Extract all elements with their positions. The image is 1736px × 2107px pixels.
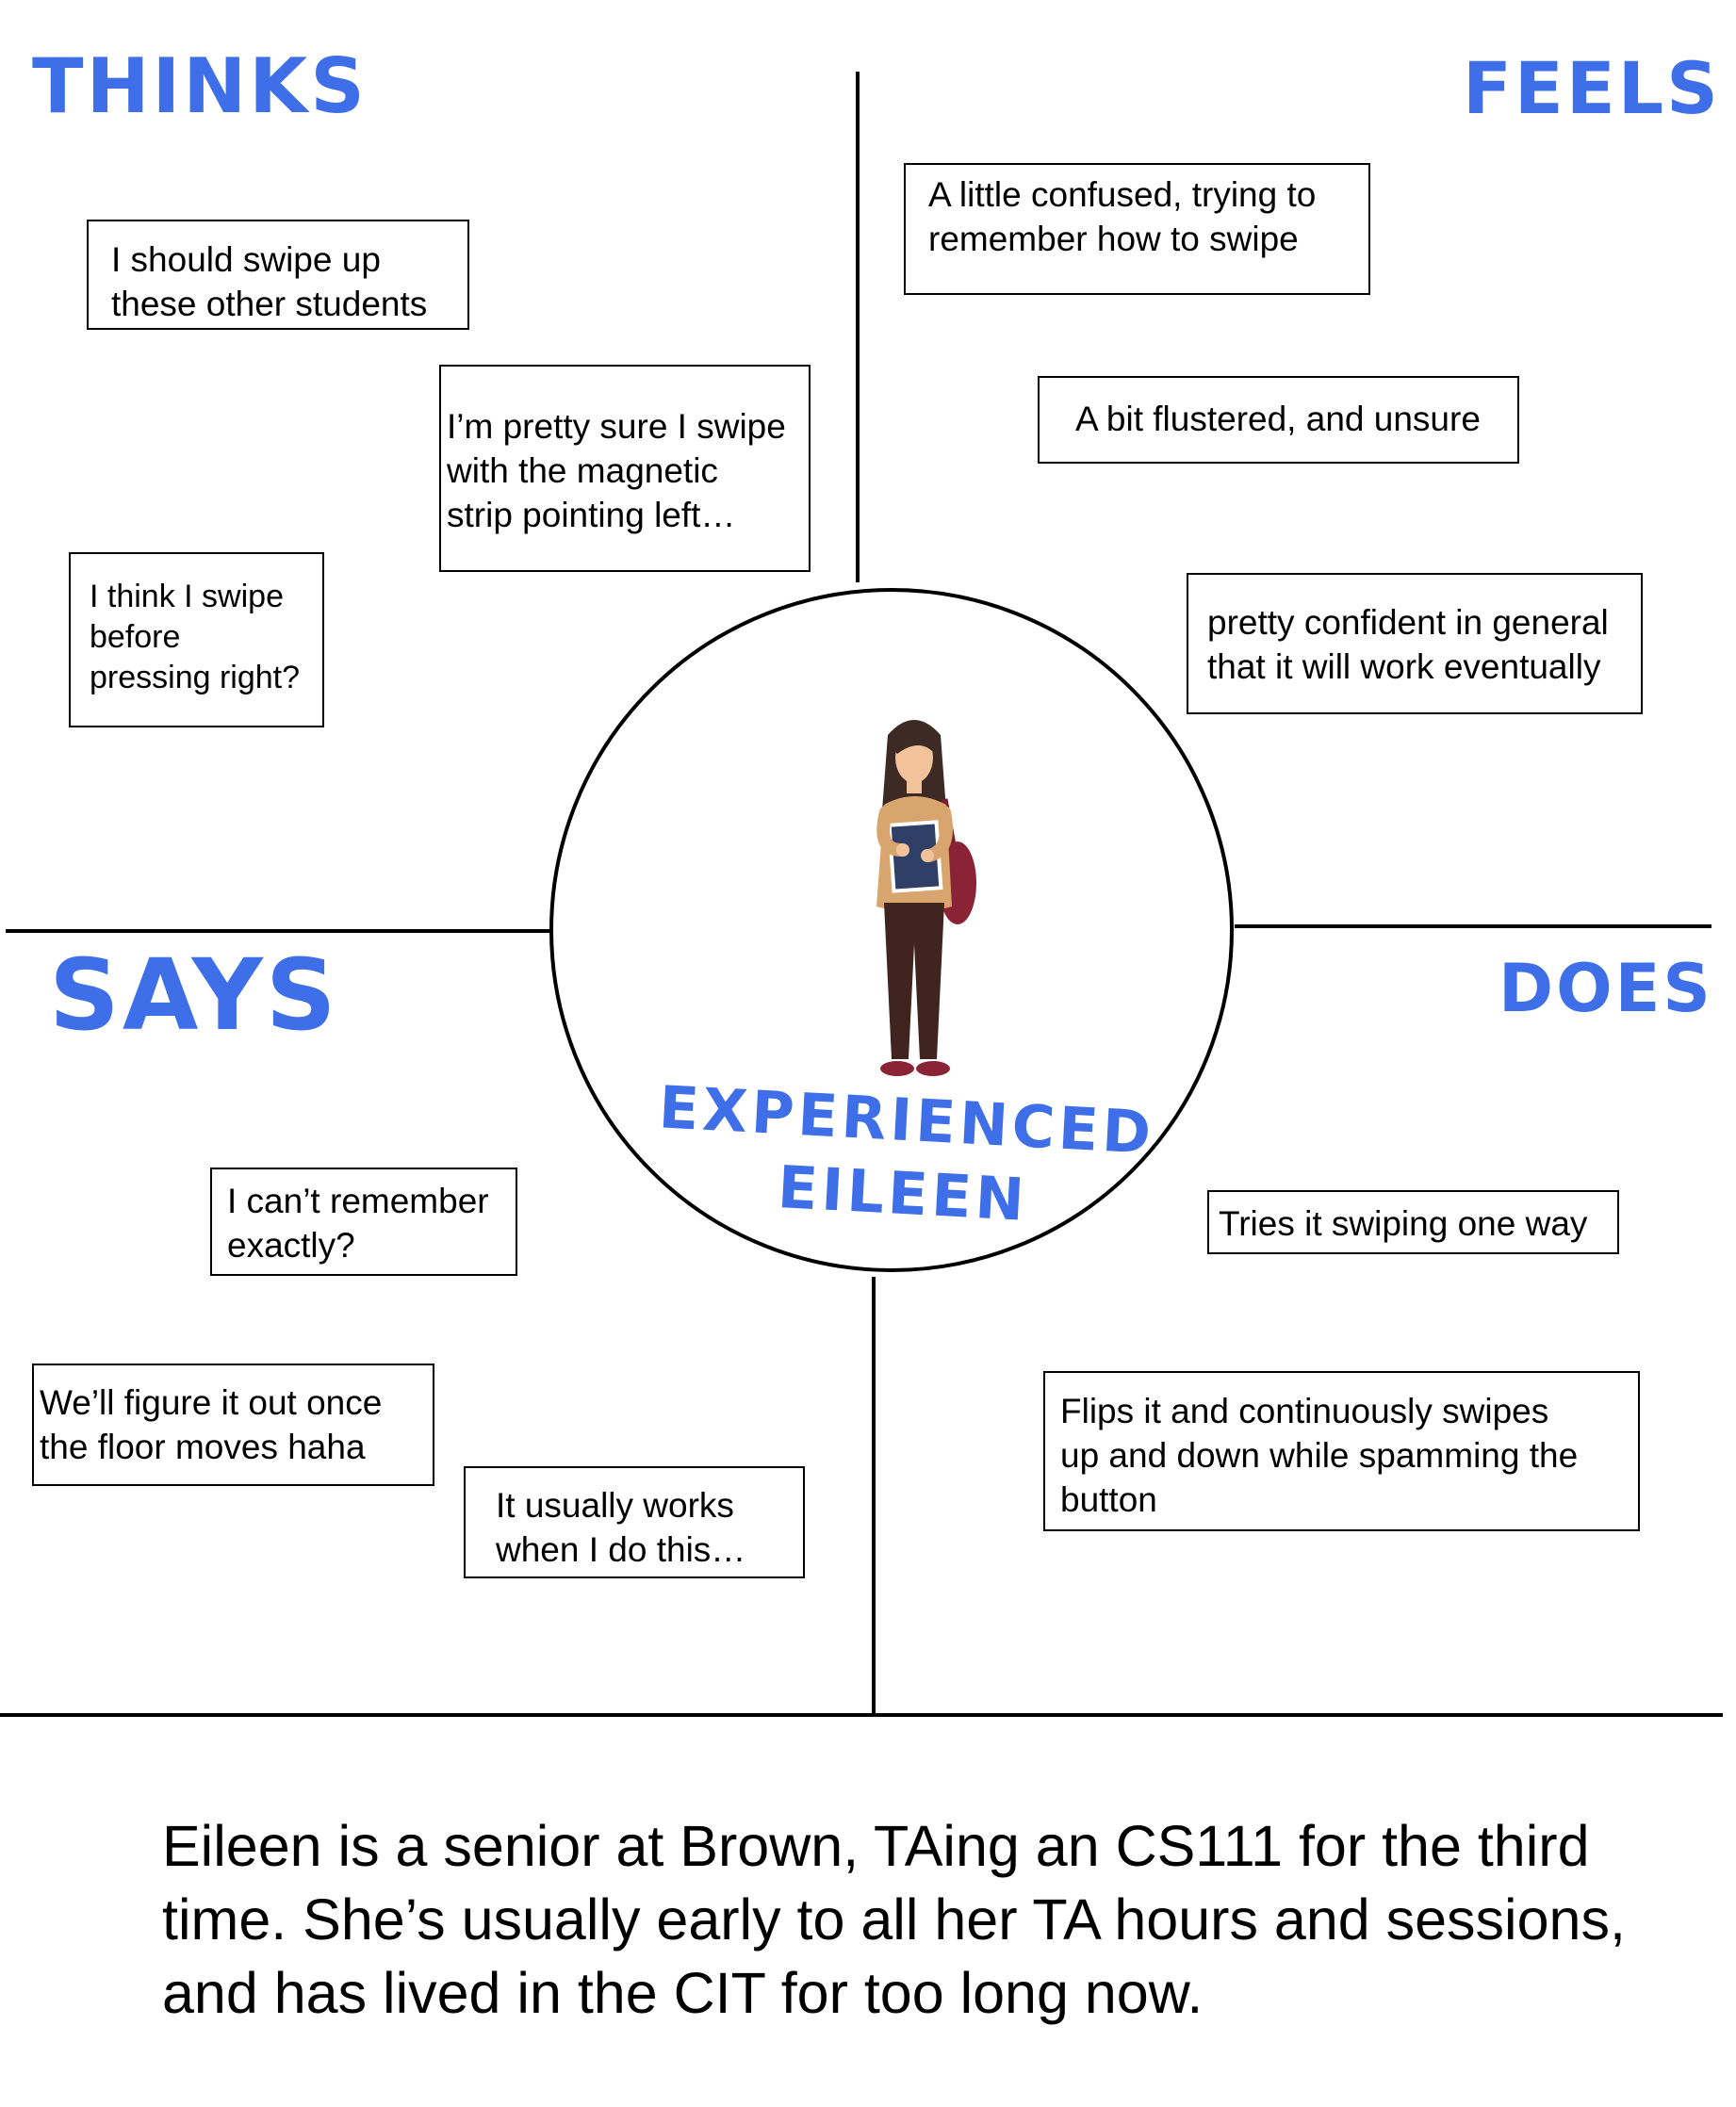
divider-top-vertical bbox=[856, 72, 860, 582]
feels-note: pretty confident in general that it will… bbox=[1187, 573, 1643, 714]
does-title: DOES bbox=[1499, 950, 1713, 1027]
feels-note: A bit flustered, and unsure bbox=[1038, 376, 1519, 464]
divider-bottom-vertical bbox=[872, 1277, 876, 1714]
says-note: We’ll figure it out once the floor moves… bbox=[32, 1364, 434, 1486]
fringe-shape bbox=[893, 731, 936, 754]
divider-right-horizontal bbox=[1235, 924, 1711, 928]
divider-left-horizontal bbox=[6, 929, 550, 933]
thinks-note: I think I swipe before pressing right? bbox=[69, 552, 324, 727]
persona-name: EXPERIENCED EILEEN bbox=[657, 1072, 1156, 1234]
shoe-right bbox=[916, 1061, 950, 1076]
trousers-shape bbox=[884, 903, 944, 1059]
hand-left bbox=[896, 843, 909, 857]
shoe-left bbox=[880, 1061, 914, 1076]
feels-title: FEELS bbox=[1463, 46, 1721, 130]
neck-shape bbox=[907, 778, 922, 793]
says-title: SAYS bbox=[49, 938, 339, 1053]
student-holding-books-illustration bbox=[876, 720, 976, 1076]
hand-right bbox=[921, 849, 934, 862]
feels-note: A little confused, trying to remember ho… bbox=[904, 163, 1370, 295]
thinks-note: I should swipe up these other students bbox=[87, 220, 469, 330]
persona-description: Eileen is a senior at Brown, TAing an CS… bbox=[162, 1814, 1626, 2025]
thinks-note: I’m pretty sure I swipe with the magneti… bbox=[439, 365, 811, 572]
divider-bottom-horizontal bbox=[0, 1713, 1723, 1717]
does-note: Flips it and continuously swipes up and … bbox=[1043, 1371, 1640, 1531]
says-note: I can’t remember exactly? bbox=[210, 1168, 517, 1276]
thinks-title: THINKS bbox=[32, 42, 368, 130]
says-note: It usually works when I do this… bbox=[464, 1466, 805, 1578]
does-note: Tries it swiping one way bbox=[1207, 1190, 1619, 1254]
